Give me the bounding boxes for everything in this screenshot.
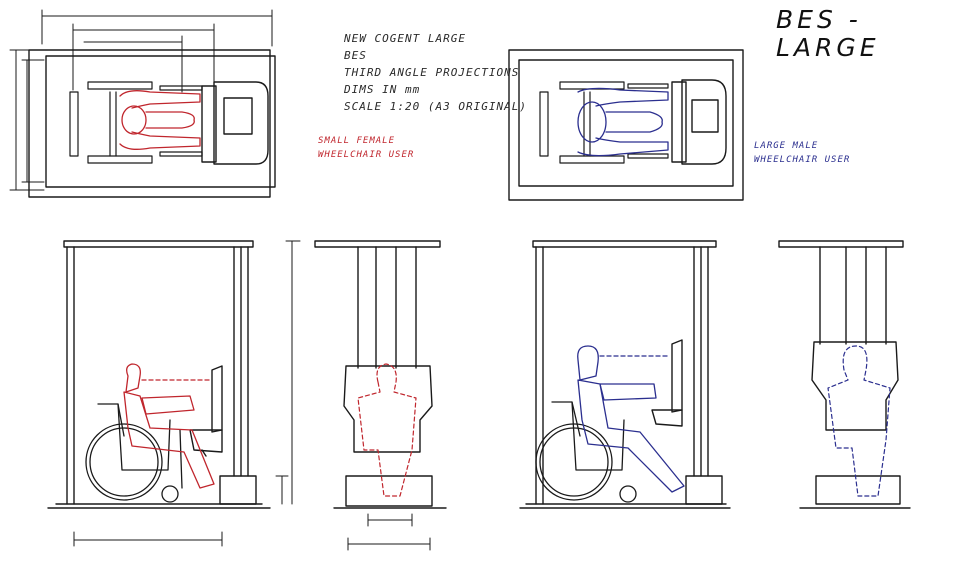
note-line-1: NEW COGENT LARGE <box>344 32 466 45</box>
plan-outer-frame <box>28 49 271 198</box>
label-small-female-line-2: WHEELCHAIR USER <box>318 150 415 160</box>
label-large-male: LARGE MALE WHEELCHAIR USER <box>754 139 850 167</box>
base-unit <box>219 475 257 505</box>
elevation-side-small-female <box>314 240 447 551</box>
note-line-4: DIMS IN mm <box>344 83 421 96</box>
elevation-side-large-male <box>778 240 911 509</box>
note-line-2: BES <box>344 49 367 62</box>
drawing-title: BES - LARGE <box>776 6 880 62</box>
plan-view-large-male <box>508 49 744 201</box>
elevation-figure-blue <box>577 345 685 493</box>
plan-wheelchair <box>69 81 203 164</box>
label-small-female-line-1: SMALL FEMALE <box>318 136 396 146</box>
label-large-male-line-2: WHEELCHAIR USER <box>754 155 851 165</box>
label-large-male-line-1: LARGE MALE <box>754 141 819 151</box>
note-line-3: THIRD ANGLE PROJECTIONS <box>344 66 520 79</box>
title-line-2: LARGE <box>776 33 880 62</box>
drawing-notes: NEW COGENT LARGE BES THIRD ANGLE PROJECT… <box>344 30 527 115</box>
title-line-1: BES - <box>776 5 862 34</box>
plan-inner-frame-right <box>518 59 734 187</box>
plan-figure-blue <box>577 87 669 157</box>
plan-figure-red <box>119 90 201 150</box>
elevation-front-large-male <box>519 240 731 509</box>
plan-outer-frame-right <box>508 49 744 201</box>
plan-view-small-female <box>28 49 276 198</box>
canopy-top <box>63 240 254 248</box>
plan-dimensions-left <box>9 9 273 191</box>
label-small-female: SMALL FEMALE WHEELCHAIR USER <box>318 134 414 162</box>
plan-seat-unit-right <box>671 79 727 165</box>
plan-wheelchair-right <box>539 81 669 164</box>
elevation-figure-red <box>123 363 215 489</box>
note-line-5: SCALE 1:20 (A3 ORIGINAL) <box>344 100 527 113</box>
elevation-wheelchair-left <box>85 403 183 503</box>
elevation-side-figure-blue <box>827 345 891 497</box>
elevation-wheelchair-right <box>535 401 637 503</box>
plan-seat-unit <box>201 81 269 165</box>
elevation-front-small-female <box>47 240 301 547</box>
plan-inner-frame <box>45 55 276 188</box>
